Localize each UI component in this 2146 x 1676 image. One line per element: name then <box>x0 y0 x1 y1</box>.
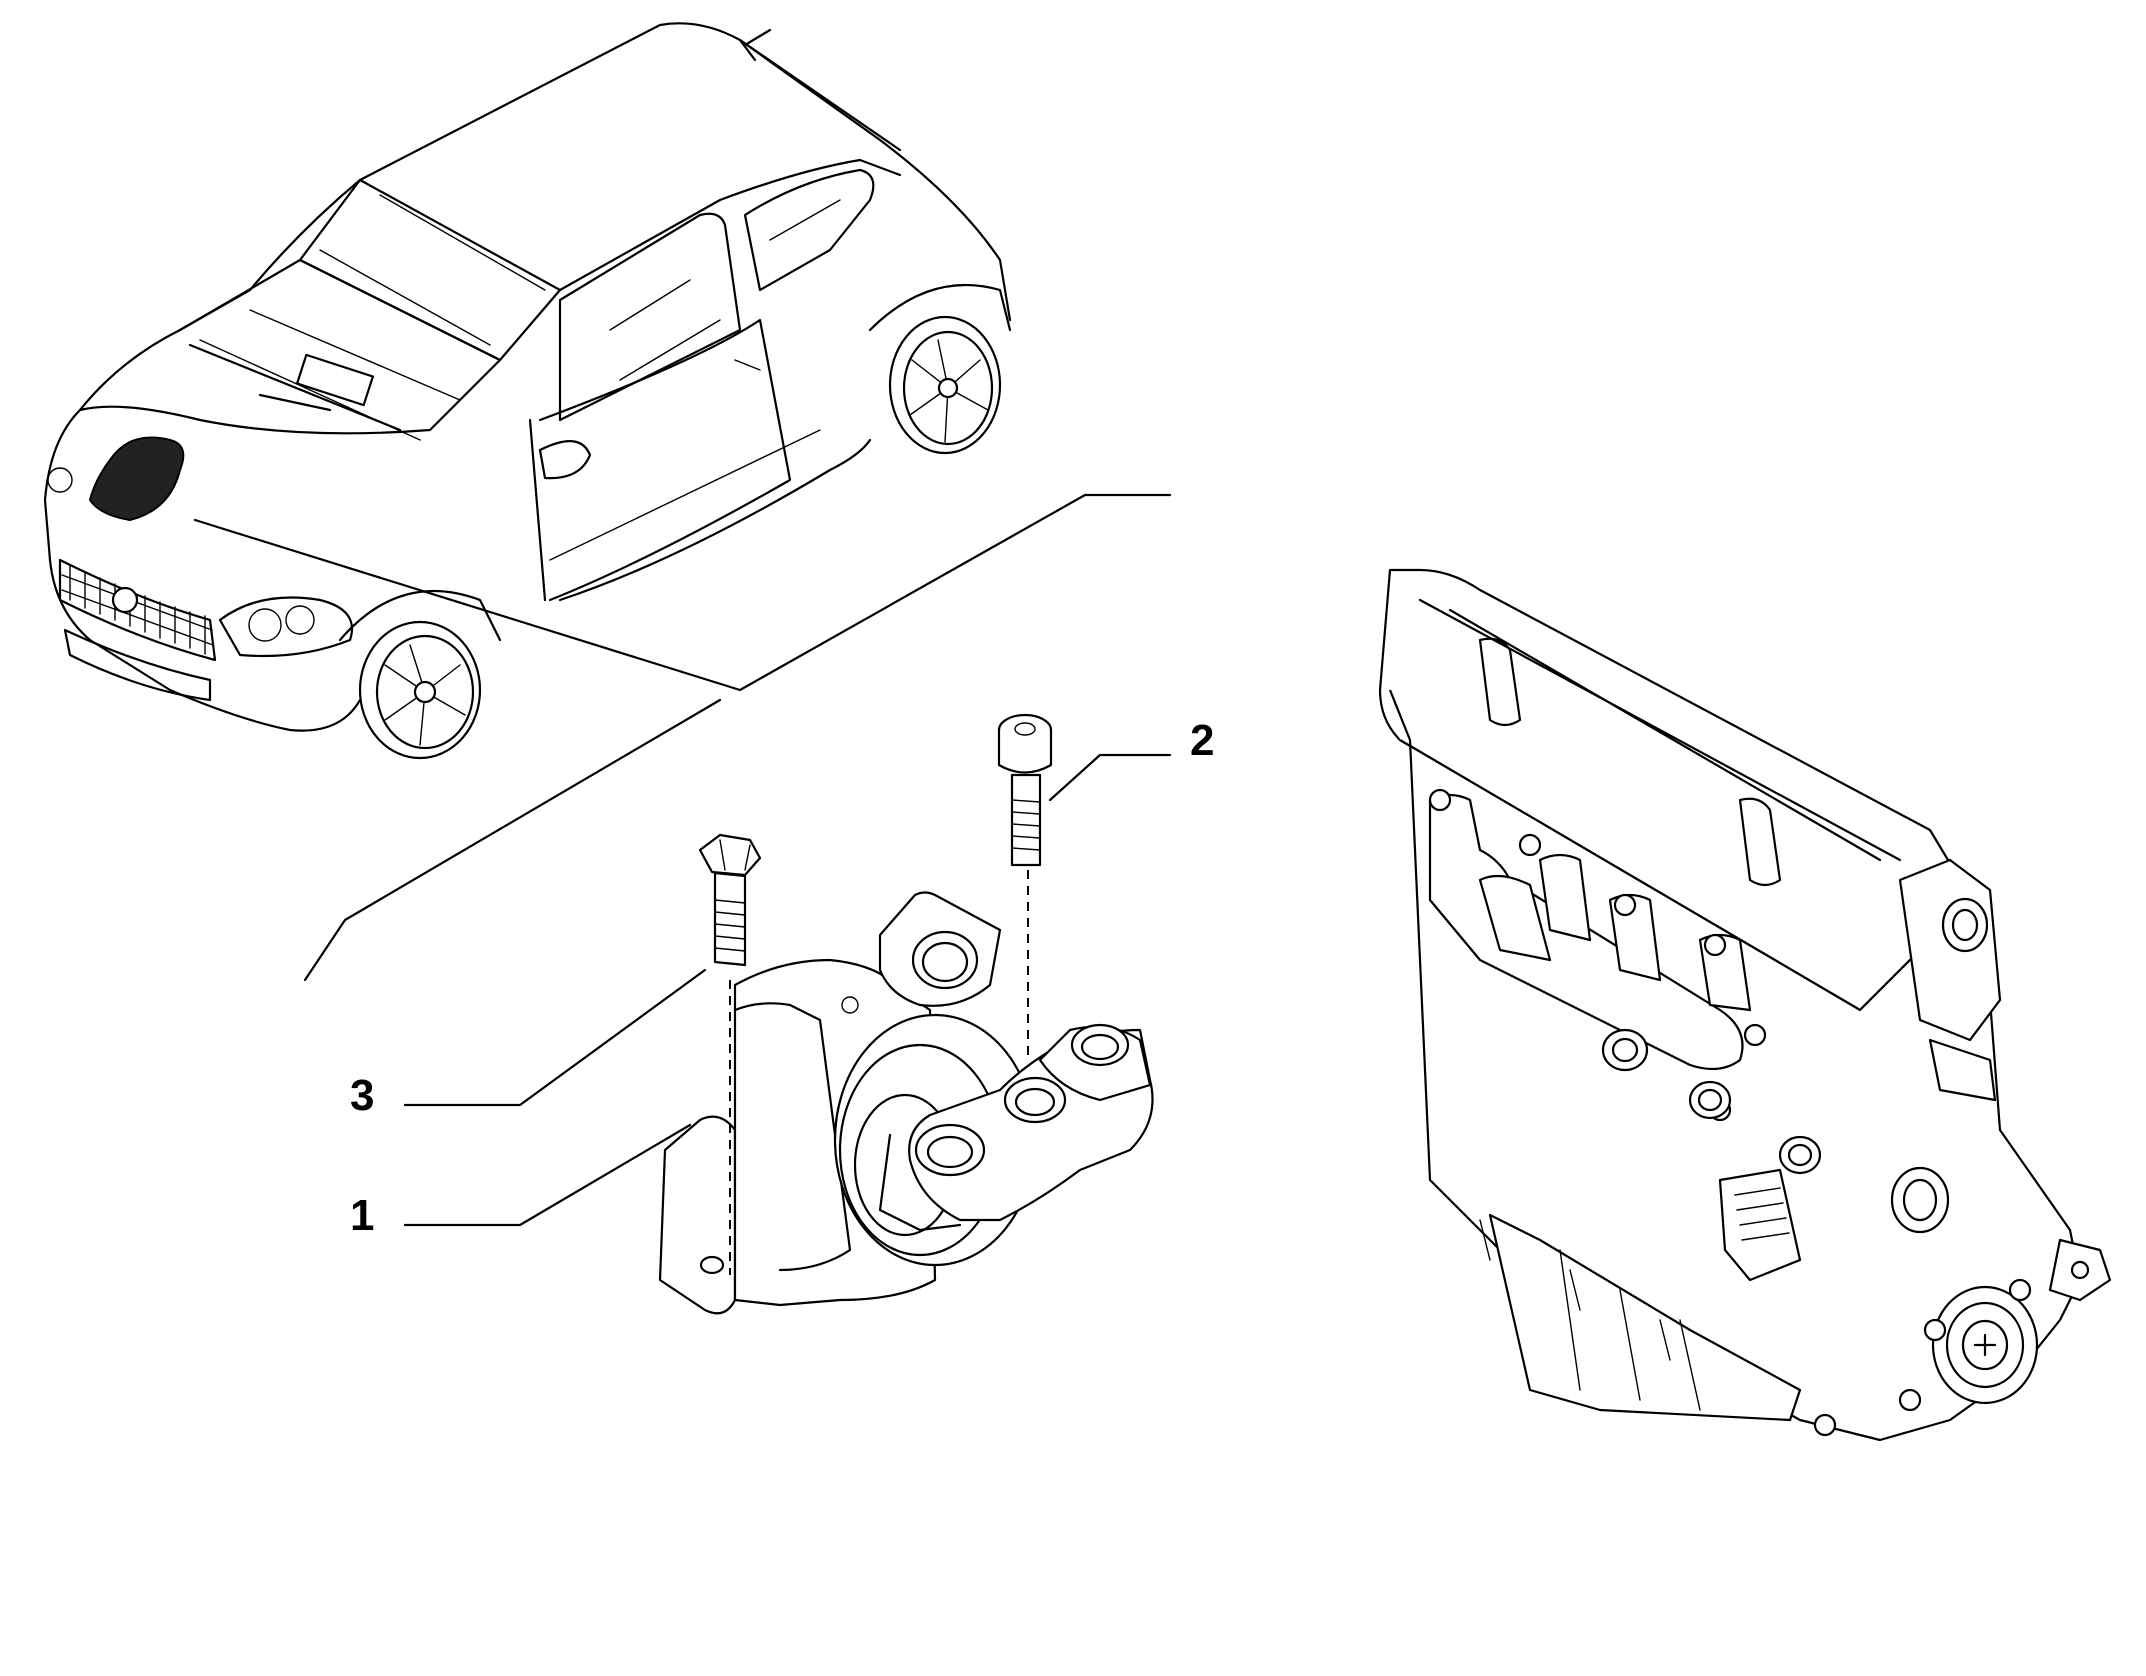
hex-head-bolt <box>698 833 762 967</box>
leader-lines <box>403 753 1172 1227</box>
car-illustration <box>43 22 1012 760</box>
engine-mount-bracket <box>658 891 1154 1315</box>
callout-2: 2 <box>1190 716 1214 765</box>
callout-3: 3 <box>350 1071 374 1120</box>
assembly-guide-lines <box>729 870 1029 1275</box>
callout-1: 1 <box>350 1191 374 1240</box>
socket-head-bolt <box>997 713 1053 867</box>
detail-frame-lines <box>193 493 1172 982</box>
engine-block-illustration <box>1378 568 2112 1442</box>
